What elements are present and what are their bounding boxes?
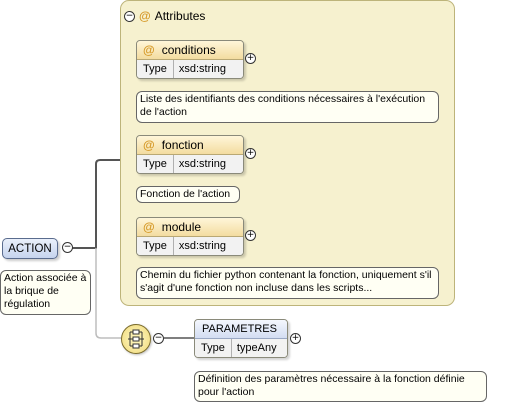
- attributes-group-title: Attributes: [154, 9, 206, 23]
- collapse-action-icon[interactable]: −: [62, 242, 73, 253]
- at-sign-icon: @: [143, 138, 155, 152]
- fonction-note: Fonction de l'action: [136, 186, 240, 203]
- type-value: xsd:string: [178, 240, 226, 252]
- type-label: Type: [137, 237, 174, 255]
- action-element-name: ACTION: [8, 242, 52, 255]
- at-sign-icon: @: [143, 220, 155, 234]
- type-label: Type: [137, 60, 174, 78]
- type-value: typeAny: [236, 342, 277, 354]
- collapse-attributes-icon[interactable]: −: [124, 10, 135, 22]
- type-label: Type: [195, 339, 232, 357]
- type-value: xsd:string: [178, 63, 226, 75]
- sequence-compositor[interactable]: [121, 324, 151, 354]
- expand-conditions-icon[interactable]: +: [245, 53, 256, 64]
- expand-parametres-icon[interactable]: +: [290, 333, 301, 344]
- conditions-note: Liste des identifiants des conditions né…: [136, 91, 439, 123]
- expand-module-icon[interactable]: +: [245, 230, 256, 241]
- type-label: Type: [137, 155, 174, 173]
- attribute-name: conditions: [161, 43, 216, 57]
- attribute-name: fonction: [161, 138, 204, 152]
- attribute-card-module[interactable]: @ module Type xsd:string: [136, 217, 244, 256]
- attribute-card-fonction[interactable]: @ fonction Type xsd:string: [136, 135, 244, 174]
- parametres-note: Définition des paramètres nécessaire à l…: [194, 371, 487, 402]
- at-sign-icon: @: [143, 43, 155, 57]
- collapse-sequence-icon[interactable]: −: [153, 333, 164, 344]
- module-note: Chemin du fichier python contenant la fo…: [136, 267, 439, 299]
- parametres-header: PARAMETRES: [195, 320, 287, 339]
- at-sign-icon: @: [139, 9, 151, 23]
- action-note: Action associée à la brique de régulatio…: [0, 270, 91, 315]
- attributes-group-header[interactable]: − @ Attributes: [124, 8, 205, 24]
- type-value: xsd:string: [178, 158, 226, 170]
- attribute-name: module: [161, 220, 202, 234]
- parametres-name: PARAMETRES: [202, 323, 277, 335]
- parametres-element[interactable]: PARAMETRES Type typeAny: [194, 319, 288, 358]
- attribute-card-conditions[interactable]: @ conditions Type xsd:string: [136, 40, 244, 79]
- sequence-icon: [128, 329, 144, 349]
- expand-fonction-icon[interactable]: +: [245, 148, 256, 159]
- action-element[interactable]: ACTION: [2, 238, 58, 259]
